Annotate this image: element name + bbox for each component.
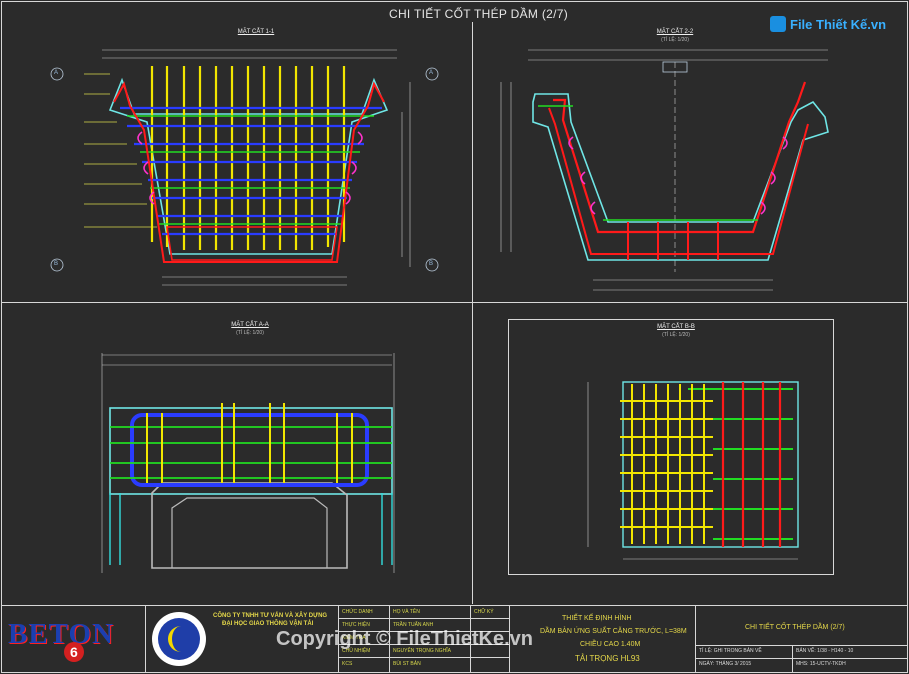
date-label: NGÀY: THÁNG 3/ 2015 — [699, 661, 752, 667]
view-title-2-2: MẶT CẮT 2-2 — [656, 29, 694, 35]
section-mark-b-right: B — [429, 261, 434, 267]
name-executor: TRẦN TUẤN ANH — [393, 622, 434, 628]
company-logo-number: 6 — [70, 644, 78, 660]
title-block — [1, 605, 908, 673]
role-header: CHỨC DANH — [342, 609, 373, 615]
company-logo-text: BETON — [8, 618, 115, 650]
section-2-2-drawing — [500, 49, 829, 291]
seal-wave-icon — [168, 626, 194, 652]
code-label: MHS: 15-UCTV-TKDH — [796, 661, 846, 667]
sig-col-sep-2 — [470, 605, 471, 673]
name-kcs: BÙI ST BẢN — [393, 661, 421, 667]
project-line-4: TẢI TRỌNG HL93 — [575, 654, 640, 663]
signature-header: CHỮ KÝ — [474, 609, 494, 615]
role-head: CHỦ NHIỆM — [342, 648, 371, 654]
section-mark-a-right: A — [429, 70, 434, 76]
title-block-sep-1 — [145, 605, 146, 673]
role-checker: KIỂM TRA — [342, 635, 366, 641]
title-block-sep-3 — [509, 605, 510, 673]
sheet-number-label: BẢN VẼ: 1/38 - H140 - 10 — [796, 648, 854, 654]
watermark-brand-text: File Thiết Kế.vn — [790, 17, 887, 32]
sig-row-2 — [339, 631, 509, 632]
watermark-brand: File Thiết Kế.vn — [770, 14, 886, 36]
sig-row-4 — [339, 657, 509, 658]
title-block-sep-2 — [338, 605, 339, 673]
sig-row-3 — [339, 644, 509, 645]
university-name: ĐẠI HỌC GIAO THÔNG VẬN TẢI — [222, 621, 314, 627]
section-mark-b-left: B — [54, 261, 59, 267]
company-logo-badge — [64, 642, 84, 662]
view-scale-b-b: (TỈ LỆ: 1/20) — [662, 332, 690, 338]
project-line-1: THIẾT KẾ ĐỊNH HÌNH — [562, 615, 632, 622]
view-b-b-frame — [508, 319, 834, 575]
company-name: CÔNG TY TNHH TƯ VẤN VÀ XÂY DỰNG — [213, 613, 328, 619]
role-executor: THỰC HIỆN — [342, 622, 370, 628]
view-scale-2-2: (TỈ LỆ: 1/20) — [661, 37, 689, 43]
viewport-divider-h — [1, 302, 908, 303]
role-kcs: KCS — [342, 661, 353, 667]
university-seal — [152, 612, 206, 666]
name-header: HỌ VÀ TÊN — [393, 609, 420, 615]
section-a-a-drawing — [101, 353, 395, 573]
drawing-title: CHI TIẾT CỐT THÉP DẦM (2/7) — [389, 7, 569, 21]
sig-row-1 — [339, 618, 509, 619]
view-title-b-b: MẶT CẮT B-B — [657, 324, 695, 330]
signature-table: CHỨC DANH THỰC HIỆN KIỂM TRA CHỦ NHIỆM K… — [339, 605, 509, 673]
stirrups-vertical — [150, 66, 346, 250]
project-line-3: CHIỀU CAO 1.40M — [580, 641, 641, 648]
ratio-label: TỈ LỆ: GHI TRONG BẢN VẼ — [699, 648, 762, 654]
view-title-a-a: MẶT CẮT A-A — [231, 322, 269, 328]
name-head: NGUYỄN TRỌNG NGHĨA — [393, 648, 451, 654]
sheet-info-row-2 — [695, 658, 908, 659]
company-logo: BETON 6 — [8, 614, 138, 662]
copyright-watermark: Copyright © FileThietKe.vn — [276, 628, 533, 650]
sheet-info-col — [792, 645, 793, 673]
viewport-divider-v — [472, 22, 473, 604]
section-1-1-drawing — [50, 49, 439, 286]
view-title-1-1: MẶT CẮT 1-1 — [237, 29, 275, 35]
watermark-logo-icon — [770, 16, 786, 32]
title-block-sep-4 — [695, 605, 696, 673]
sheet-info-row-1 — [695, 645, 908, 646]
view-scale-a-a: (TỈ LỆ: 1/20) — [236, 330, 264, 336]
project-line-2: DẦM BẢN ỨNG SUẤT CĂNG TRƯỚC, L=38M — [540, 628, 687, 635]
section-b-b-drawing — [587, 381, 799, 560]
sheet-title: CHI TIẾT CỐT THÉP DẦM (2/7) — [745, 624, 845, 631]
sig-col-sep-1 — [389, 605, 390, 673]
section-mark-a-left: A — [54, 70, 59, 76]
